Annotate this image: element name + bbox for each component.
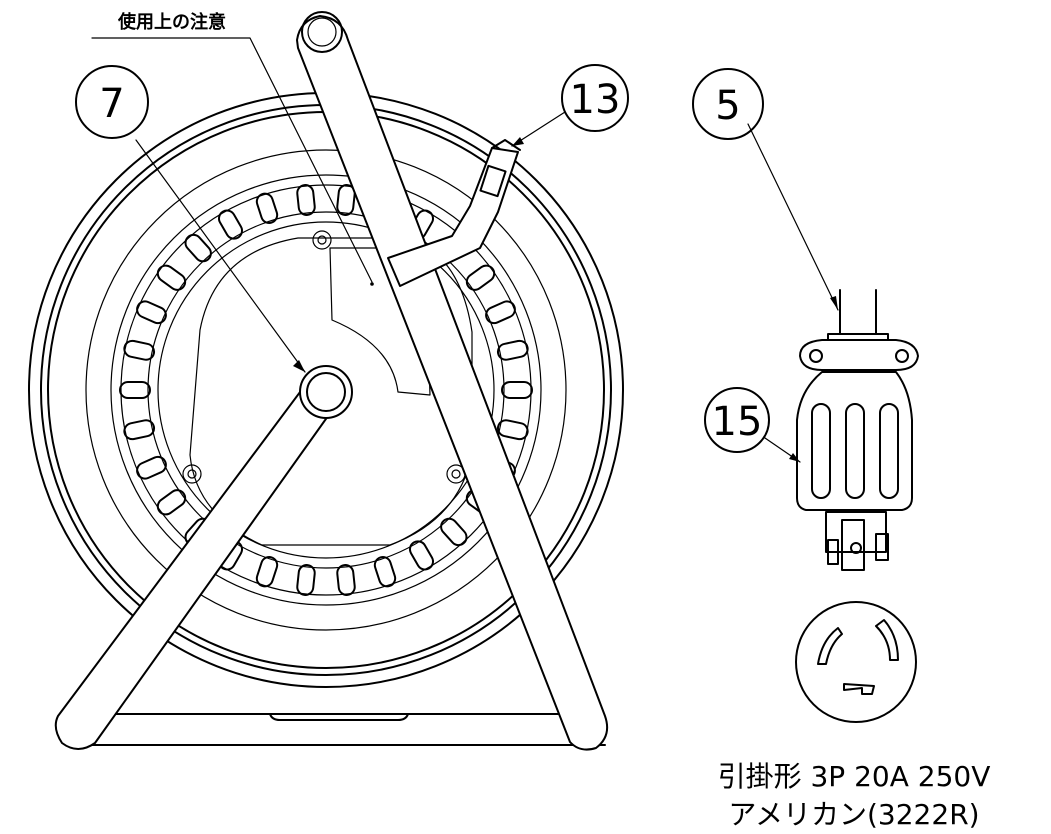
vent-slot <box>156 489 187 516</box>
plug-model-caption: アメリカン(3222R) <box>728 798 979 831</box>
callout-15-label: 15 <box>712 399 763 445</box>
stand-handle-frame <box>296 11 609 751</box>
vent-slot <box>296 184 316 216</box>
callout-15: 15 <box>704 387 770 453</box>
vent-slot <box>123 339 156 361</box>
caution-note-label: 使用上の注意 <box>117 11 226 33</box>
vent-slot <box>336 564 356 596</box>
callout-7-label: 7 <box>99 81 124 127</box>
leader-lines <box>91 37 839 463</box>
vent-slot <box>373 556 397 588</box>
vent-slot <box>136 300 167 325</box>
vent-slot <box>184 233 212 263</box>
callout-5: 5 <box>692 68 764 140</box>
plug-spec-caption: 引掛形 3P 20A 250V <box>718 760 991 793</box>
vent-slot <box>123 419 156 441</box>
vent-slot <box>255 192 279 224</box>
callout-13: 13 <box>561 64 629 132</box>
vent-slot <box>465 264 496 291</box>
stand-left-leg <box>54 369 341 750</box>
vent-slot <box>496 419 529 441</box>
vent-slot <box>136 455 167 480</box>
vent-slot <box>119 381 151 399</box>
stand-base <box>69 713 606 746</box>
caution-label-plate <box>329 247 431 396</box>
callout-5-label: 5 <box>715 83 740 129</box>
vent-slot <box>336 184 356 216</box>
vent-slot <box>501 381 533 399</box>
vent-slot <box>485 300 516 325</box>
vent-slot <box>296 564 316 596</box>
vent-slot <box>156 264 187 291</box>
hub-boss <box>299 365 353 419</box>
plug-body <box>796 289 919 571</box>
callout-13-label: 13 <box>570 77 621 123</box>
callout-7: 7 <box>75 65 149 139</box>
vent-slot <box>496 339 529 361</box>
vent-slot <box>255 556 279 588</box>
cord-hook-bracket <box>387 139 521 287</box>
vent-slot <box>440 517 468 547</box>
vent-slot <box>218 209 243 240</box>
vent-slot <box>409 540 434 571</box>
plug-face <box>795 601 917 723</box>
